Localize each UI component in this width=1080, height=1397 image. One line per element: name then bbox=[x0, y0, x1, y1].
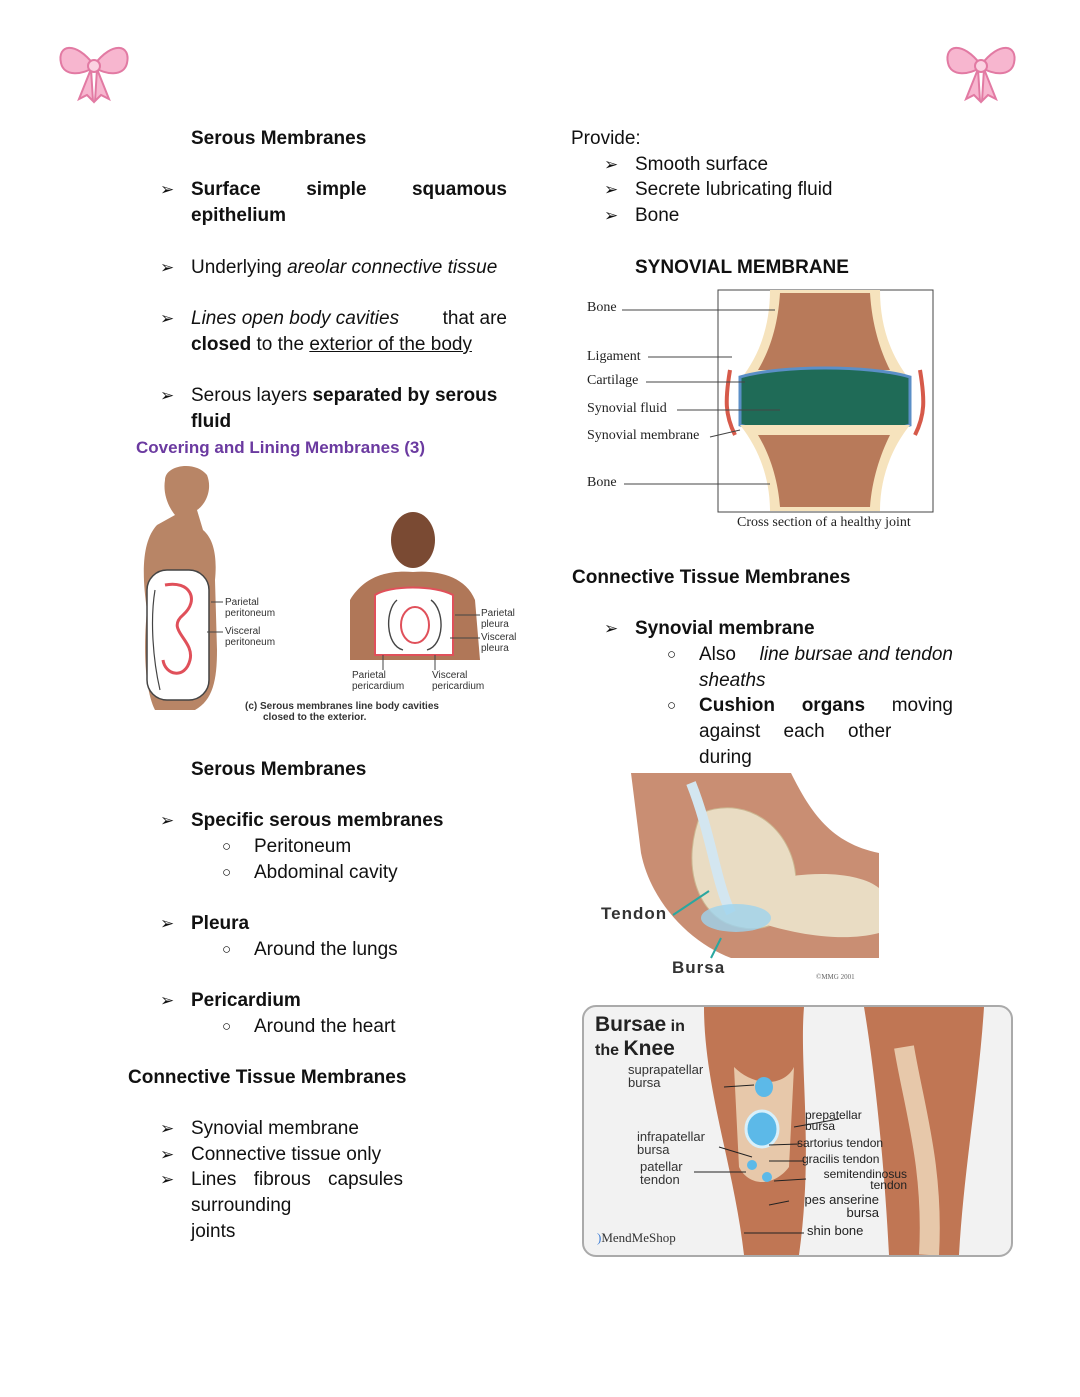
circle-bullet-icon: ○ bbox=[222, 1018, 232, 1035]
synovial-sub-1: Also line bursae and tendon sheaths bbox=[699, 644, 953, 691]
synovial-caption: Cross section of a healthy joint bbox=[737, 515, 911, 530]
label-visceral-pleura: Visceral pleura bbox=[481, 632, 517, 654]
arrow-bullet-icon: ➢ bbox=[160, 309, 175, 328]
sub-lungs: Around the lungs bbox=[254, 939, 398, 960]
provide-item-3: Bone bbox=[635, 205, 680, 226]
knee-label-infrapatellar: infrapatellar bursa bbox=[637, 1129, 705, 1157]
knee-label-sartorius: sartorius tendon bbox=[797, 1136, 884, 1150]
figure-caption-2: closed to the exterior. bbox=[263, 712, 367, 723]
label-parietal-peritoneum: Parietal peritoneum bbox=[225, 597, 276, 619]
label-bone-top: Bone bbox=[587, 300, 617, 315]
synovial-joint-diagram bbox=[580, 285, 940, 535]
provide-heading: Provide: bbox=[571, 128, 641, 149]
label-synovial-membrane: Synovial membrane bbox=[587, 428, 700, 443]
provide-item-2: Secrete lubricating fluid bbox=[635, 179, 833, 200]
logo-mark-icon: ) bbox=[597, 1230, 602, 1245]
circle-bullet-icon: ○ bbox=[222, 838, 232, 855]
connective-heading-left: Connective Tissue Membranes bbox=[128, 1067, 407, 1088]
conn-item-2: Connective tissue only bbox=[191, 1144, 382, 1165]
mendmeshop-logo: )MendMeShop bbox=[597, 1230, 676, 1245]
arrow-bullet-icon: ➢ bbox=[160, 386, 175, 405]
arrow-bullet-icon: ➢ bbox=[160, 914, 175, 933]
conn-item-1: Synovial membrane bbox=[191, 1118, 359, 1139]
bow-icon-right bbox=[942, 35, 1020, 105]
label-cartilage: Cartilage bbox=[587, 373, 639, 388]
arrow-bullet-icon: ➢ bbox=[604, 619, 619, 638]
elbow-credit: ©MMG 2001 bbox=[816, 973, 855, 981]
label-bursa: Bursa bbox=[672, 958, 726, 977]
bullet-specific: Specific serous membranes bbox=[191, 810, 444, 831]
sub-abdominal: Abdominal cavity bbox=[254, 862, 398, 883]
circle-bullet-icon: ○ bbox=[222, 941, 232, 958]
bullet-pericardium: Pericardium bbox=[191, 990, 301, 1011]
arrow-bullet-icon: ➢ bbox=[160, 1170, 175, 1189]
sub-peritoneum: Peritoneum bbox=[254, 836, 352, 857]
arrow-bullet-icon: ➢ bbox=[604, 206, 619, 225]
figure-caption-1: (c) Serous membranes line body cavities bbox=[245, 701, 439, 712]
sub-heart: Around the heart bbox=[254, 1016, 396, 1037]
arrow-bullet-icon: ➢ bbox=[160, 991, 175, 1010]
bullet-surface: Surface simple squamous epithelium bbox=[191, 179, 507, 226]
serous-heading-2: Serous Membranes bbox=[191, 759, 367, 780]
knee-label-patellar-tendon: patellar tendon bbox=[640, 1159, 683, 1187]
knee-label-pes-anserine: pes anserine bursa bbox=[804, 1192, 879, 1220]
arrow-bullet-icon: ➢ bbox=[160, 811, 175, 830]
arrow-bullet-icon: ➢ bbox=[160, 1119, 175, 1138]
sub2-line2: against each other during bbox=[699, 721, 892, 768]
label-parietal-pleura: Parietal pleura bbox=[481, 608, 515, 630]
label-tendon: Tendon bbox=[601, 904, 668, 923]
knee-label-suprapatellar: suprapatellar bursa bbox=[628, 1062, 704, 1090]
arrow-bullet-icon: ➢ bbox=[160, 258, 175, 277]
circle-bullet-icon: ○ bbox=[222, 864, 232, 881]
knee-bursae-image bbox=[582, 1005, 1013, 1257]
provide-item-1: Smooth surface bbox=[635, 154, 769, 175]
label-synovial-fluid: Synovial fluid bbox=[587, 401, 667, 416]
arrow-bullet-icon: ➢ bbox=[604, 155, 619, 174]
label-parietal-pericardium: Parietal pericardium bbox=[352, 670, 405, 692]
label-visceral-peritoneum: Visceral peritoneum bbox=[225, 626, 276, 648]
connective-heading-right: Connective Tissue Membranes bbox=[572, 567, 851, 588]
synovial-heading: SYNOVIAL MEMBRANE bbox=[635, 257, 849, 278]
label-ligament: Ligament bbox=[587, 349, 641, 364]
serous-heading-1: Serous Membranes bbox=[191, 128, 367, 149]
arrow-bullet-icon: ➢ bbox=[604, 180, 619, 199]
bullet-lines-open: Lines open body cavities that are closed… bbox=[191, 308, 507, 355]
knee-title: Bursae in the Knee bbox=[595, 1013, 685, 1060]
conn-item-3-line: Lines fibrous capsules surrounding bbox=[191, 1169, 403, 1216]
circle-bullet-icon: ○ bbox=[667, 646, 677, 663]
knee-label-semitendinosus: semitendinosus tendon bbox=[823, 1167, 907, 1192]
knee-label-prepatellar: prepatellar bursa bbox=[805, 1108, 862, 1133]
bullet-underlying: Underlying areolar connective tissue bbox=[191, 257, 498, 278]
arrow-bullet-icon: ➢ bbox=[160, 1145, 175, 1164]
label-bone-bottom: Bone bbox=[587, 475, 617, 490]
label-visceral-pericardium: Visceral pericardium bbox=[432, 670, 485, 692]
bullet-pleura: Pleura bbox=[191, 913, 250, 934]
knee-label-shin: shin bone bbox=[807, 1223, 864, 1238]
serous-membranes-figure bbox=[135, 460, 530, 725]
bullet-serous-layers: Serous layers separated by serous fluid bbox=[191, 385, 498, 432]
knee-label-gracilis: gracilis tendon bbox=[802, 1152, 880, 1166]
circle-bullet-icon: ○ bbox=[667, 697, 677, 714]
conn-item-3: Lines fibrous capsules surrounding joint… bbox=[191, 1167, 507, 1245]
synovial-item: Synovial membrane bbox=[635, 618, 815, 639]
figure-title: Covering and Lining Membranes (3) bbox=[136, 438, 426, 457]
arrow-bullet-icon: ➢ bbox=[160, 180, 175, 199]
elbow-bursa-image bbox=[611, 773, 893, 988]
bow-icon-left bbox=[55, 35, 133, 105]
